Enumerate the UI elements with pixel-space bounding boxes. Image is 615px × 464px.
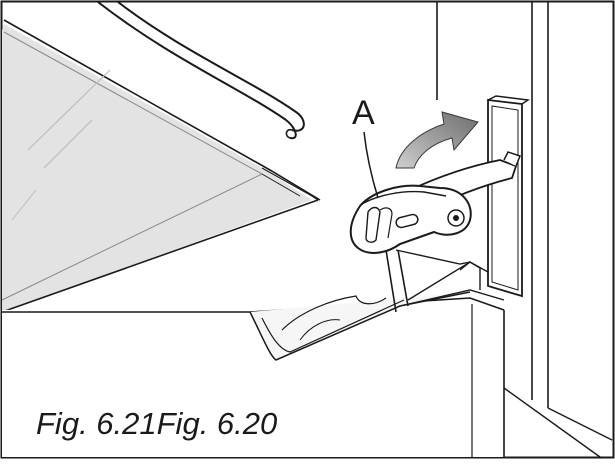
curved-arrow-icon: [395, 111, 479, 169]
door-bin: [2, 261, 505, 457]
glass-shelf: [1, 19, 321, 313]
figure-caption: Fig. 6.21Fig. 6.20: [36, 406, 277, 441]
callout-leader-line: [363, 131, 379, 199]
door-handle: [97, 1, 305, 140]
hinge-lever-icon: [349, 151, 521, 254]
cabinet-wall: [436, 2, 613, 458]
part-label-a: A: [352, 94, 375, 132]
hinge-plate: [487, 95, 530, 298]
hinge-rods: [385, 249, 489, 313]
